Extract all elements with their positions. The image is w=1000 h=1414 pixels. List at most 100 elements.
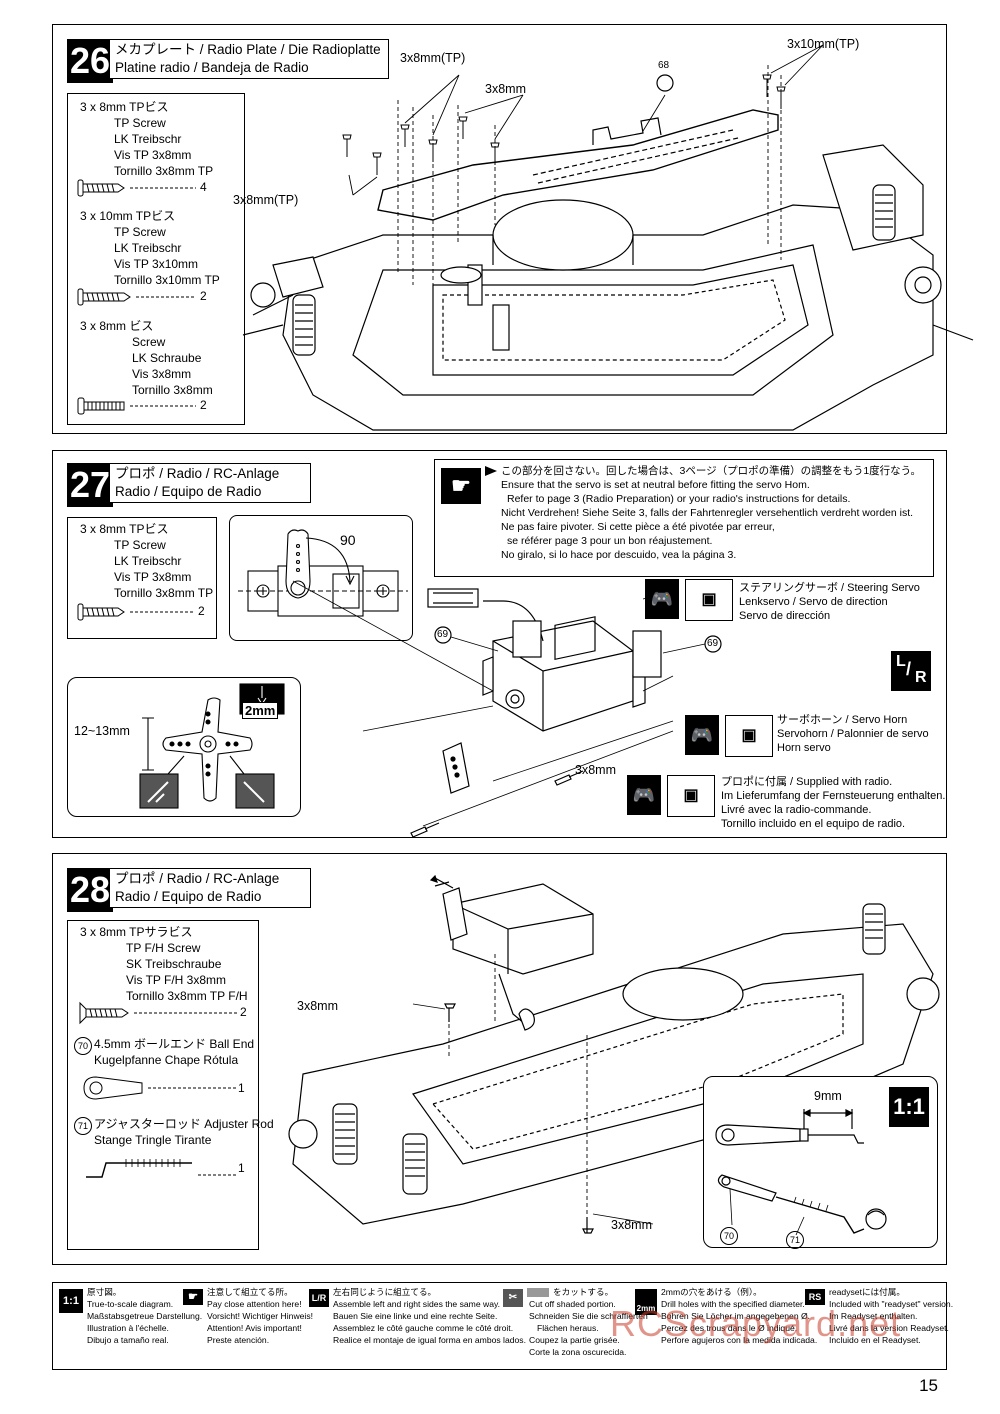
hand-pointing-icon: ☛ (183, 1289, 203, 1305)
scale-1-1-icon: 1:1 (59, 1289, 83, 1313)
supplied-label: Im Lieferumfang der Fernsteuerung enthal… (721, 790, 946, 802)
note-line: Nicht Verdrehen! Siehe Seite 3, falls de… (501, 507, 914, 519)
lr-left: L (896, 653, 906, 670)
horn-cut-box: 2mm 12~13mm (67, 677, 301, 817)
screw-label: 3x8mm (485, 82, 526, 96)
servo-horn-label: Horn servo (777, 742, 831, 754)
note-line: この部分を回さない。回した場合は、3ページ（プロポの準備）の調整をもう1度行なう… (501, 465, 922, 477)
ballend-title: 4.5mm ボールエンド Ball End (94, 1037, 255, 1051)
note-line: Refer to page 3 (Radio Preparation) or y… (507, 493, 851, 505)
servo-horn-cut-drawing (139, 683, 285, 809)
part71-text: 71 (789, 1235, 800, 1245)
legend-line: 2mmの穴をあける（例）。 (661, 1287, 762, 1297)
step-number: 26 (67, 39, 113, 83)
ballend-rod-scale-drawing (715, 1109, 887, 1236)
title-line-2: Radio / Equipo de Radio (115, 889, 262, 904)
dimension-9mm: 9mm (814, 1089, 842, 1103)
part-name: TP Screw (114, 538, 166, 552)
servo-assembly-drawing (292, 580, 722, 838)
parts-list: 3 x 8mm TPサラビス TP F/H Screw SK Treibschr… (67, 920, 274, 1250)
legend-line: Maßstabsgetreue Darstellung. (87, 1311, 203, 1321)
title-line-2: Radio / Equipo de Radio (115, 484, 262, 499)
attention-note: ☛ この部分を回さない。回した場合は、3ページ（プロポの準備）の調整をもう1度行… (434, 459, 934, 577)
tp-screw-icon (77, 179, 196, 197)
transmitter-icon: 🎮 (627, 775, 661, 815)
part-size: 3 x 8mm ビス (80, 319, 154, 333)
part-name: Vis TP 3x8mm (114, 570, 192, 584)
part-name: Vis 3x8mm (132, 367, 192, 381)
part70-text: 70 (723, 1231, 734, 1241)
steering-servo-label: Lenkservo / Servo de direction (739, 596, 888, 608)
horn-dimension: 12~13mm (74, 724, 130, 738)
part-name: TP Screw (114, 116, 166, 130)
legend-line: Bauen Sie eine linke und eine rechte Sei… (333, 1311, 498, 1321)
part-qty: 2 (200, 289, 207, 303)
part-name: TP Screw (114, 225, 166, 239)
legend-line: Illustration à l'échelle. (87, 1323, 169, 1333)
part-qty: 2 (240, 1005, 247, 1019)
ballend-qty: 1 (238, 1081, 245, 1095)
supplied-label: プロポに付属 / Supplied with radio. (721, 776, 893, 788)
screw-label-tp: 3x8mm(TP) (233, 193, 299, 207)
part-name: SK Treibschraube (126, 957, 222, 971)
screw-label-bottom: 3x8mm (611, 1218, 652, 1232)
rod-title: アジャスターロッド Adjuster Rod (94, 1117, 274, 1131)
machine-screw-icon (77, 397, 196, 415)
watermark: RCScrapyard.net (610, 1303, 902, 1344)
transmitter-icon: 🎮 (685, 715, 719, 755)
screw-label-tp: 3x8mm(TP) (400, 51, 466, 65)
part-name: Tornillo 3x8mm TP (114, 164, 214, 178)
legend-line: Attention! Avis important! (207, 1323, 302, 1333)
note-line: Ensure that the servo is set at neutral … (501, 479, 810, 491)
shaded-swatch (527, 1288, 549, 1297)
part-name: TP F/H Screw (126, 941, 201, 955)
legend-line: Preste atención. (207, 1335, 270, 1345)
legend-line: Cut off shaded portion. (529, 1299, 616, 1309)
rod-names: Stange Tringle Tirante (94, 1133, 212, 1147)
receiver-icon: ▣ (667, 775, 715, 817)
screw-label: 3x8mm (575, 763, 616, 777)
title-line-1: メカプレート / Radio Plate / Die Radioplatte (115, 42, 381, 57)
legend-line: をカットする。 (553, 1287, 614, 1297)
steering-servo-label: ステアリングサーボ / Steering Servo (739, 582, 920, 594)
step-28-panel: 28 プロポ / Radio / RC-Anlage Radio / Equip… (52, 853, 947, 1265)
legend-line: 左右同じように組立てる。 (333, 1287, 437, 1297)
step-title: プロポ / Radio / RC-Anlage Radio / Equipo d… (109, 463, 311, 503)
part-number-71: 71 (786, 1231, 804, 1249)
legend-line: Schneiden Sie die schraffierten (529, 1311, 648, 1321)
left-right-icon: L/R (309, 1289, 329, 1307)
title-line-2: Platine radio / Bandeja de Radio (115, 60, 309, 75)
step-27-panel: 27 プロポ / Radio / RC-Anlage Radio / Equip… (52, 450, 947, 838)
legend-line: Percez des trous dans le Ø indiqué. (661, 1323, 798, 1333)
legend-line: Drill holes with the specified diameter. (661, 1299, 805, 1309)
parts-list: 3 x 8mm TPビス TP Screw LK Treibschr Vis T… (67, 517, 217, 639)
rod-qty: 1 (238, 1161, 245, 1175)
part-name: Vis TP 3x10mm (114, 257, 199, 271)
note-line: No giralo, si lo hace por descuido, vea … (501, 549, 737, 561)
legend-line: Vorsicht! Wichtiger Hinweis! (207, 1311, 314, 1321)
servo-horn-label: Servohorn / Palonnier de servo (777, 728, 929, 740)
scale-1-1-icon: 1:1 (889, 1087, 929, 1127)
left-right-icon: L / R (891, 651, 931, 691)
legend-line: Pay close attention here! (207, 1299, 302, 1309)
legend-line: Bohren Sie Löcher im angegebenen Ø. (661, 1311, 811, 1321)
legend-line: Dibujo a tamaño real. (87, 1335, 169, 1345)
part-name: Vis TP 3x8mm (114, 148, 192, 162)
part-number-69a: 69 (437, 629, 449, 640)
supplied-label: Livré avec la radio-commande. (721, 804, 872, 816)
angle-label: 90 (340, 532, 356, 548)
part-name: Tornillo 3x8mm (132, 383, 213, 397)
flat-head-screw-icon (79, 1001, 238, 1025)
drill-icon: 2mm (635, 1289, 657, 1315)
note-line: Ne pas faire pivoter. Si cette pièce a é… (501, 521, 775, 533)
legend-line: Included with "readyset" version. (829, 1299, 954, 1309)
legend-line: Assemblez le côté gauche comme le côté d… (333, 1323, 514, 1333)
steering-servo-label: Servo de dirección (739, 610, 831, 622)
ballend-num: 70 (77, 1041, 88, 1051)
hand-pointing-icon: ☛ (441, 468, 481, 504)
part-name: LK Treibschr (114, 241, 182, 255)
screw-label-top: 3x8mm (297, 999, 338, 1013)
part-name: Tornillo 3x8mm TP (114, 586, 214, 600)
rod-num: 71 (77, 1121, 88, 1131)
part-name: Screw (132, 335, 166, 349)
